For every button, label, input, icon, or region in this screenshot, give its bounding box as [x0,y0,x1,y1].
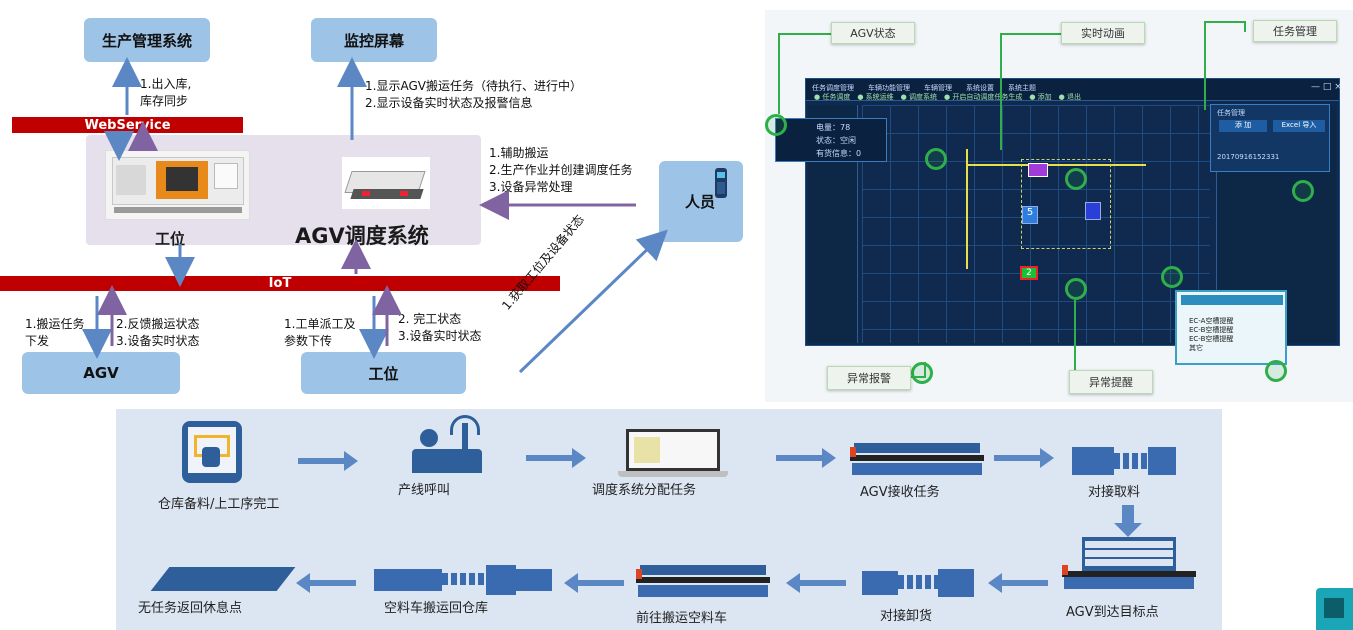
highlight-circle [911,362,933,384]
laptop-icon [618,429,728,479]
monitor-screen-label: 监控屏幕 [343,31,404,50]
arrow-station-to-person [518,229,668,374]
flow-step-5: 对接取料 [1088,485,1141,500]
monitor-screen-box[interactable]: 监控屏幕 [311,18,437,62]
highlight-circle [1292,180,1314,202]
agv-marker-blue [1085,202,1101,220]
station-top-label: 工位 [155,230,186,248]
flow-step-7: 对接卸货 [880,609,933,624]
flow-step-8: 前往搬运空料车 [636,611,728,626]
callout-task-management: 任务管理 [1253,20,1337,42]
abnormal-remind-popup: EC-A空槽提醒 EC-B空槽提醒 EC-B空槽提醒 其它 [1175,290,1287,365]
note-agv-down: 1.搬运任务 下发 [25,317,85,348]
operator-call-icon [400,413,490,475]
task-management-popup: 任务管理 添 加 Excel 导入 20170916152331 [1210,104,1330,172]
agv-box[interactable]: AGV [22,352,180,394]
note-production-sync: 1.出入库, 库存同步 [140,77,192,108]
callout-realtime-animation: 实时动画 [1061,22,1145,44]
flow-step-6: AGV到达目标点 [1066,605,1159,620]
highlight-circle [1265,360,1287,382]
callout-abnormal-alarm: 异常报警 [827,366,911,390]
iot-label: IoT [268,276,292,291]
callout-agv-status: AGV状态 [831,22,915,44]
workstation-machine-icon [105,150,250,220]
flow-step-2: 产线呼叫 [398,483,451,498]
callout-abnormal-remind: 异常提醒 [1069,370,1153,394]
note-station-down: 1.工单派工及 参数下传 [284,317,356,348]
note-monitor: 1.显示AGV搬运任务（待执行、进行中） 2.显示设备实时状态及报警信息 [365,79,582,110]
flow-arrows [296,448,1142,593]
person-box[interactable]: 人员 [659,161,743,242]
flow-step-3: 调度系统分配任务 [592,483,697,498]
task-add-button[interactable]: 添 加 [1219,120,1267,132]
corner-logo-icon [1316,588,1353,630]
highlight-circle [765,114,787,136]
docking-arm-icon [374,565,552,595]
callout-connectors [778,21,1246,383]
agv-conveyor-icon [636,565,770,601]
highlight-circle [1065,168,1087,190]
tablet-hand-icon [182,421,242,483]
highlight-circle [1065,278,1087,300]
flow-step-1: 仓库备料/上工序完工 [158,497,280,512]
highlight-circle [1161,266,1183,288]
docking-arm-icon [1072,447,1176,477]
station-box[interactable]: 工位 [301,352,466,394]
agv-marker-2: 2 [1020,266,1038,280]
note-station-up: 2. 完工状态 3.设备实时状态 [398,312,482,343]
person-label: 人员 [685,193,716,211]
agv-marker-5: 5 [1022,206,1038,224]
note-agv-up: 2.反馈搬运状态 3.设备实时状态 [116,317,200,348]
agv-target-icon [1062,537,1196,593]
dispatch-dashboard: 任务调度管理 车辆功能管理 车辆管理 系统设置 系统主题 ● 任务调度 ● 系统… [805,78,1342,346]
docking-arm-icon [862,569,974,597]
flow-step-9: 空料车搬运回仓库 [384,601,489,616]
monitor-screenshot: 任务调度管理 车辆功能管理 车辆管理 系统设置 系统主题 ● 任务调度 ● 系统… [765,10,1353,402]
agv-label: AGV [83,364,119,382]
agv-conveyor-icon [850,441,984,479]
highlight-circle [925,148,947,170]
agv-marker-purple [1028,163,1048,177]
agv-robot-icon [342,157,430,209]
flow-step-10: 无任务返回休息点 [138,601,243,616]
handheld-terminal-icon [715,168,727,198]
agv-status-popup: 电量：78 状态：空闲 有货信息：0 [775,118,887,162]
production-system-box[interactable]: 生产管理系统 [84,18,210,62]
iot-bar: IoT [0,276,560,291]
station-label: 工位 [368,364,399,383]
task-import-button[interactable]: Excel 导入 [1273,120,1325,132]
production-system-label: 生产管理系统 [101,31,192,50]
process-flow: 仓库备料/上工序完工 产线呼叫 调度系统分配任务 AGV接收任务 对接取料 AG… [116,409,1222,630]
task-row: 20170916152331 [1217,153,1280,161]
note-person: 1.辅助搬运 2.生产作业并创建调度任务 3.设备异常处理 [489,146,633,194]
flow-step-4: AGV接收任务 [860,485,940,500]
